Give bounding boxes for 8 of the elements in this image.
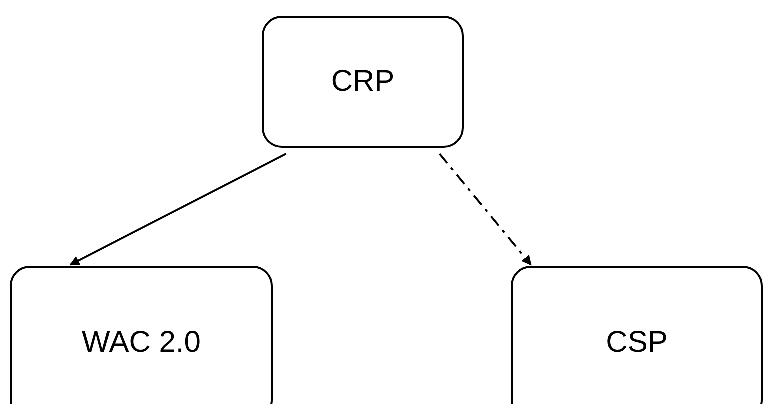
rounded-box	[262, 16, 464, 148]
node-label: CRP	[331, 65, 395, 99]
rounded-box	[10, 266, 273, 404]
node-label: CSP	[606, 326, 668, 360]
node-label: WAC 2.0	[82, 326, 201, 360]
arrow	[438, 153, 532, 266]
rounded-box	[511, 266, 763, 404]
arrow	[70, 153, 287, 266]
